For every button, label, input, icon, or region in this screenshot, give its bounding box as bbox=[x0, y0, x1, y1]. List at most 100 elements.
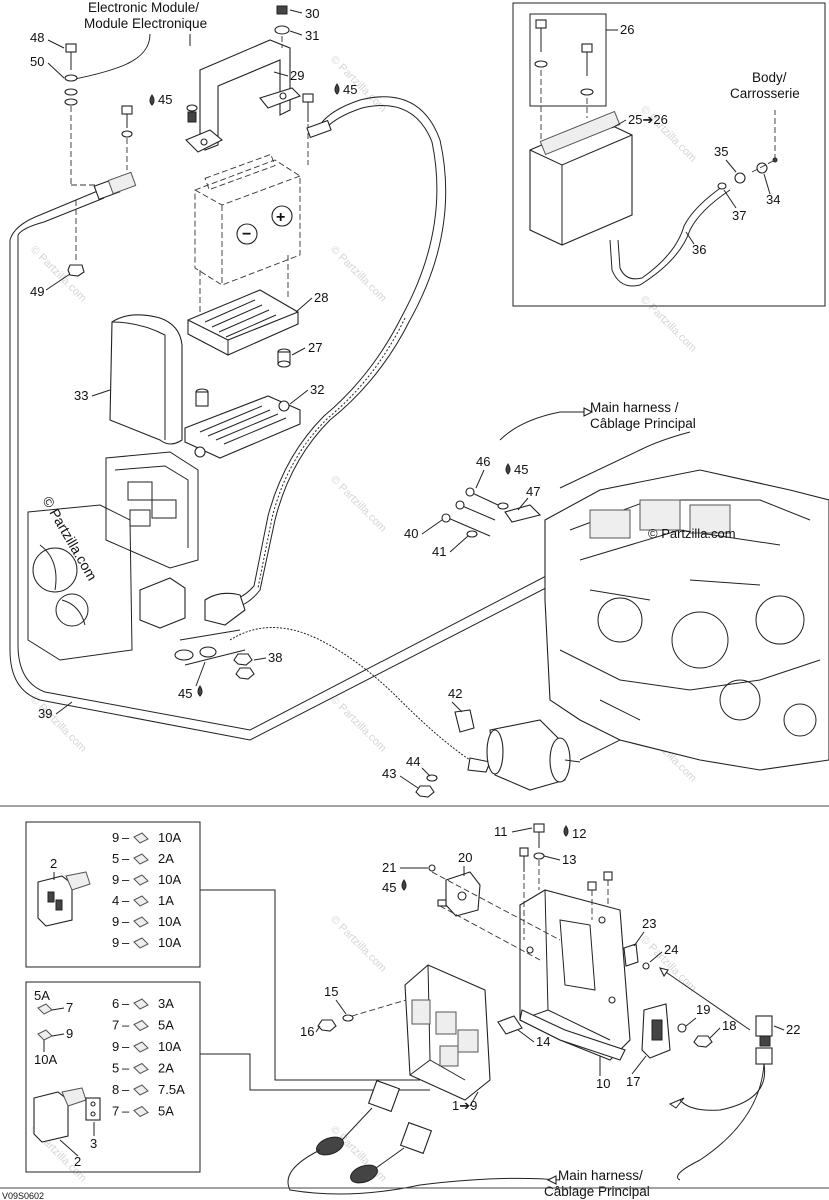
starter-boot-42 bbox=[454, 709, 475, 733]
electronic-module-box bbox=[27, 451, 199, 661]
svg-text:–: – bbox=[122, 851, 130, 866]
fuse-amperage: 10A bbox=[158, 1039, 181, 1054]
svg-text:–: – bbox=[122, 830, 130, 845]
label-45b: 45 bbox=[343, 82, 357, 97]
fuse-left-amp-1: 5A bbox=[34, 988, 50, 1003]
label-41: 41 bbox=[432, 544, 446, 559]
fuse-amperage: 10A bbox=[158, 935, 181, 950]
fuse-amperage: 10A bbox=[158, 872, 181, 887]
label-1-9: 1➔9 bbox=[452, 1098, 477, 1113]
svg-text:–: – bbox=[122, 935, 130, 950]
washer-19 bbox=[677, 1023, 687, 1033]
label-47: 47 bbox=[526, 484, 540, 499]
watermark: © Partzilla.com bbox=[328, 694, 389, 755]
label-45d: 45 bbox=[178, 686, 192, 701]
washer-44 bbox=[426, 774, 438, 782]
label-45c: 45 bbox=[514, 462, 528, 477]
spacer-27 bbox=[277, 348, 291, 368]
fuse-icon bbox=[133, 1105, 149, 1118]
bolt-11 bbox=[533, 823, 545, 833]
label-36: 36 bbox=[692, 242, 706, 257]
fuse-number: 9 bbox=[112, 935, 119, 950]
label-37: 37 bbox=[732, 208, 746, 223]
fuse-left-amp-2: 10A bbox=[34, 1052, 57, 1067]
label-39: 39 bbox=[38, 706, 52, 721]
watermark: © Partzilla.com bbox=[328, 914, 389, 975]
fuse-number: 5 bbox=[112, 1061, 119, 1076]
main-harness-label-top: Main harness / bbox=[590, 400, 679, 415]
fuse-icon bbox=[133, 1041, 149, 1053]
fuse-number: 4 bbox=[112, 893, 119, 908]
fuse-box-1 bbox=[25, 821, 201, 968]
fuse-icon bbox=[133, 1084, 149, 1096]
svg-text:–: – bbox=[122, 996, 130, 1011]
label-28: 28 bbox=[314, 290, 328, 305]
svg-text:–: – bbox=[122, 1082, 130, 1097]
fuse-icon bbox=[133, 1062, 149, 1075]
fuse-amperage: 7.5A bbox=[158, 1082, 185, 1097]
battery-tray-28 bbox=[187, 289, 299, 356]
label-46: 46 bbox=[476, 454, 490, 469]
label-43: 43 bbox=[382, 766, 396, 781]
main-harness-label-bottom: Main harness/ bbox=[558, 1168, 643, 1183]
electronic-module-10 bbox=[404, 964, 491, 1101]
inset-battery-box bbox=[512, 2, 826, 307]
label-16: 16 bbox=[300, 1024, 314, 1039]
watermark: © Partzilla.com bbox=[328, 474, 389, 535]
label-31: 31 bbox=[305, 28, 319, 43]
label-15: 15 bbox=[324, 984, 338, 999]
bolt-48 bbox=[64, 43, 105, 186]
label-21: 21 bbox=[382, 860, 396, 875]
fuse-amperage: 1A bbox=[158, 893, 174, 908]
fuse-amperage: 3A bbox=[158, 996, 174, 1011]
label-34: 34 bbox=[766, 192, 780, 207]
fuse-icon bbox=[133, 895, 149, 907]
label-49: 49 bbox=[30, 284, 44, 299]
body-label: Body/ bbox=[752, 70, 787, 85]
label-35: 35 bbox=[714, 144, 728, 159]
washer-31 bbox=[274, 25, 290, 35]
fuse-amperage: 5A bbox=[158, 1018, 174, 1033]
label-42: 42 bbox=[448, 686, 462, 701]
battery-negative-terminal bbox=[236, 223, 258, 245]
label-10: 10 bbox=[596, 1076, 610, 1091]
screw-16 bbox=[317, 1019, 337, 1032]
fuse-box-2-cover-label: 3 bbox=[90, 1136, 97, 1151]
fuse-icon bbox=[133, 832, 149, 844]
nut-38a bbox=[233, 653, 253, 666]
label-45e: 45 bbox=[382, 880, 396, 895]
fuse-left-num-1: 7 bbox=[66, 1000, 73, 1015]
fuse-box-2 bbox=[25, 981, 201, 1173]
svg-text:Câblage Principal: Câblage Principal bbox=[590, 416, 696, 431]
label-29: 29 bbox=[290, 68, 304, 83]
svg-text:–: – bbox=[122, 1018, 130, 1033]
fuse-box-2-label: 2 bbox=[74, 1154, 81, 1169]
relay-20 bbox=[437, 871, 481, 917]
label-11: 11 bbox=[494, 824, 508, 839]
svg-text:Câblage Principal: Câblage Principal bbox=[544, 1184, 650, 1199]
bolt-45a bbox=[121, 105, 133, 170]
label-44: 44 bbox=[406, 754, 420, 769]
bracket-10 bbox=[519, 889, 631, 1061]
switch-17 bbox=[641, 1003, 671, 1059]
label-17: 17 bbox=[626, 1074, 640, 1089]
svg-text:Electronic Module/: Electronic Module/ bbox=[88, 0, 199, 15]
label-20: 20 bbox=[458, 850, 472, 865]
label-14: 14 bbox=[536, 1034, 550, 1049]
washer-15 bbox=[342, 1014, 354, 1022]
label-38: 38 bbox=[268, 650, 282, 665]
svg-text:+: + bbox=[276, 209, 285, 226]
starter-motor bbox=[486, 719, 581, 791]
fuse-number: 6 bbox=[112, 996, 119, 1011]
label-12: 12 bbox=[572, 826, 586, 841]
label-18: 18 bbox=[722, 1018, 736, 1033]
battery: − + bbox=[194, 153, 301, 286]
nut-49 bbox=[67, 264, 85, 277]
fuse-icon bbox=[133, 1019, 149, 1032]
fuse-number: 7 bbox=[112, 1018, 119, 1033]
label-23: 23 bbox=[642, 916, 656, 931]
battery-positive-terminal bbox=[271, 205, 293, 227]
label-32: 32 bbox=[310, 382, 324, 397]
